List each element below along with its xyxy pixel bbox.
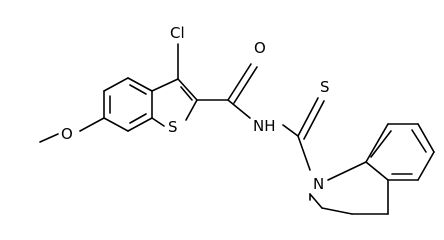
atom-label-thione-sulfur: S (320, 78, 330, 96)
methoxy-oxygen-label: O (61, 125, 73, 143)
chemical-structure-drawing: Cl O S NH S N O (39, 24, 435, 215)
thione-sulfur-label: S (320, 78, 330, 96)
thiophene-sulfur-label: S (168, 118, 178, 136)
atom-label-thiophene-sulfur: S (168, 118, 178, 136)
thioamide-bonds (282, 97, 325, 171)
amide-bonds (196, 63, 258, 119)
amide-nh-label: NH (253, 117, 276, 135)
ring-nitrogen-label: N (313, 175, 324, 193)
tetrahydroquinoline-ring-bonds (309, 123, 435, 215)
carbonyl-oxygen-label: O (254, 39, 266, 57)
methoxy-bonds (39, 117, 105, 143)
structure-canvas: Cl O S NH S N O (39, 24, 435, 215)
benzothiophene-ring-bonds (103, 77, 198, 132)
atom-label-carbonyl-oxygen: O (254, 39, 266, 57)
atom-label-amide-nh: NH (253, 117, 276, 135)
atom-label-methoxy-oxygen: O (61, 125, 73, 143)
atom-label-chlorine: Cl (170, 24, 185, 42)
chlorine-label: Cl (170, 24, 185, 42)
atom-label-ring-nitrogen: N (313, 175, 324, 193)
